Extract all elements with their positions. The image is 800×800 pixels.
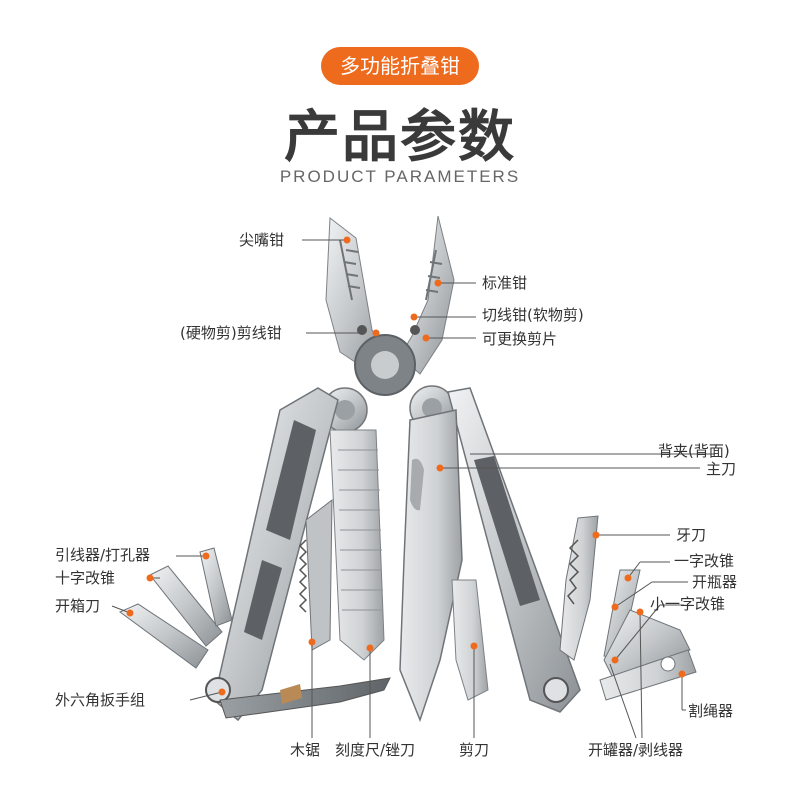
- wood-saw: [305, 498, 333, 651]
- label-flathead-screwdriver: 一字改锥: [674, 552, 735, 570]
- label-needle-nose-pliers: 尖嘴钳: [239, 231, 285, 249]
- label-ruler-file: 刻度尺/锉刀: [335, 741, 416, 759]
- label-box-cutter: 开箱刀: [55, 597, 101, 615]
- label-wood-saw: 木锯: [290, 741, 321, 759]
- scissors: [451, 579, 489, 701]
- label-replaceable-blade: 可更换剪片: [482, 330, 558, 348]
- label-main-knife: 主刀: [706, 460, 737, 478]
- page-subtitle: PRODUCT PARAMETERS: [279, 167, 521, 186]
- label-hard-wire-cutter: (硬物剪)剪线钳: [180, 324, 282, 342]
- label-standard-pliers: 标准钳: [482, 274, 528, 292]
- box-cutter-tool: [119, 603, 209, 669]
- label-can-opener-wire-stripper: 开罐器/剥线器: [588, 741, 684, 759]
- main-knife: [399, 409, 463, 723]
- label-phillips-screwdriver: 十字改锥: [55, 569, 116, 587]
- category-tag: 多功能折叠钳: [321, 47, 479, 85]
- label-back-clip: 背夹(背面): [658, 442, 730, 460]
- file-tool: [329, 429, 385, 661]
- label-wire-cutter-soft: 切线钳(软物剪): [482, 306, 584, 324]
- label-scissors: 剪刀: [459, 741, 490, 759]
- hex-wrench-tool: [219, 677, 391, 719]
- wire-guide-tool: [199, 547, 233, 627]
- label-small-flathead-screwdriver: 小一字改锥: [650, 595, 726, 613]
- label-rope-cutter: 割绳器: [688, 702, 734, 720]
- left-handle: [213, 387, 339, 722]
- label-hex-wrench-set: 外六角扳手组: [55, 691, 146, 709]
- label-serrated-knife: 牙刀: [676, 526, 707, 544]
- serrated-knife-tool: [559, 515, 599, 661]
- label-bottle-opener: 开瓶器: [692, 573, 738, 591]
- label-wire-guide-awl: 引线器/打孔器: [55, 546, 151, 564]
- phillips-tool: [149, 565, 223, 647]
- page-title: 产品参数: [284, 105, 516, 170]
